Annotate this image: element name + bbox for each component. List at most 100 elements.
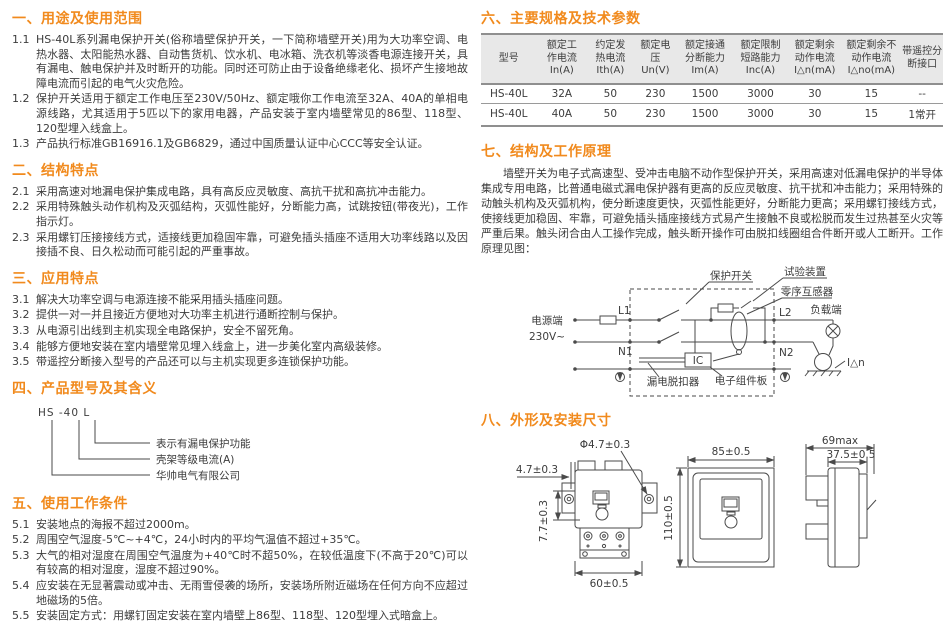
ct-coil — [730, 311, 748, 350]
cell: -- — [901, 83, 943, 104]
col-header: 额定工 作电流 In(A) — [536, 34, 588, 85]
col-header: 带遥控分 断接口 — [901, 34, 943, 85]
left-column: 一、用途及使用范围 1.1 HS-40L系列漏电保护开关(俗称墙壁保护开关，一下… — [12, 0, 468, 625]
item-text: 产品执行标准GB16916.1及GB6829，通过中国质量认证中心CCC等安全认… — [36, 137, 429, 151]
item-text: 大气的相对湿度在周围空气温度为+40℃时不超50%，在较低温度下(不高于20℃)… — [36, 548, 468, 577]
item-number: 5.1 — [12, 517, 30, 531]
conditions-list: 5.1 安装地点的海报不超过2000m。 5.2 周围空气湿度-5℃~+4℃，2… — [12, 518, 468, 624]
list-item: 2.3 采用螺钉压接接线方式，适接线更加稳固牢靠，可避免插头插座不适用大功率线路… — [12, 231, 468, 260]
list-item: 5.4 应安装在无显著震动或冲击、无雨雪侵袭的场所，安装场所附近磁场在任何方向不… — [12, 579, 468, 608]
item-text: 提供一对一并且接近方便地对大功率主机进行通断控制与保护。 — [36, 308, 344, 322]
dim-depth-69: 69max — [822, 435, 858, 447]
item-number: 5.4 — [12, 579, 30, 593]
list-item: 3.1 解决大功率空调与电源连接不能采用插头插座问题。 — [12, 293, 468, 308]
principle-paragraph: 墙壁开关为电子式高速型、受冲击电脑不动作型保护开关，采用高速对低漏电保护的半导体… — [481, 166, 943, 255]
model-code: HS -40 L — [38, 407, 90, 419]
section-title-structure: 二、结构特点 — [12, 162, 99, 179]
ground-symbol-right — [780, 371, 790, 382]
cell: 1500 — [691, 108, 719, 120]
model-label-40: 壳架等级电流(A) — [156, 453, 234, 466]
item-number: 1.3 — [12, 137, 30, 151]
dim-hole-diameter: Φ4.7±0.3 — [580, 439, 630, 451]
item-text: 从电源引出线到主机实现全电路保护，安全不留死角。 — [36, 323, 300, 337]
structure-list: 2.1 采用高速对地漏电保护集成电路，具有高反应灵敏度、高抗干扰和高抗冲击能力。… — [12, 185, 468, 260]
list-item: 5.2 周围空气湿度-5℃~+4℃，24小时内的平均气温值不超过+35℃。 — [12, 533, 468, 548]
tripper-callout: 漏电脱扣器 — [647, 375, 700, 388]
item-number: 3.3 — [12, 323, 30, 337]
motor-symbol — [814, 352, 832, 371]
item-number: 3.1 — [12, 292, 30, 306]
list-item: 1.2 保护开关适用于额定工作电压至230V/50Hz、额定哦你工作电流至32A… — [12, 92, 468, 136]
usage-list: 1.1 HS-40L系列漏电保护开关(俗称墙壁保护开关，一下简称墙壁开关)用为大… — [12, 33, 468, 152]
cell: 15 — [841, 83, 902, 104]
section-title-specs: 六、主要规格及技术参数 — [481, 11, 641, 27]
cell: 3000 — [732, 83, 789, 104]
load-label: 负载端 — [810, 303, 842, 316]
section-title-application: 三、应用特点 — [12, 270, 99, 287]
list-item: 2.1 采用高速对地漏电保护集成电路，具有高反应灵敏度、高抗干扰和高抗冲击能力。 — [12, 185, 468, 200]
dim-edge-47: 4.7±0.3 — [516, 464, 558, 476]
item-text: 能够方便地安装在室内墙壁常见埋入线盒上，进一步美化室内高级装修。 — [36, 339, 388, 353]
section-title-principle: 七、结构及工作原理 — [481, 143, 612, 160]
item-number: 3.5 — [12, 355, 30, 369]
dimension-drawings: 60±0.5 Φ4.7±0.3 4.7±0.3 7.7±0.3 85 — [516, 435, 877, 590]
leak-current-label: I△n — [847, 357, 865, 369]
list-item: 5.3 大气的相对湿度在周围空气温度为+40℃时不超50%，在较低温度下(不高于… — [12, 549, 468, 578]
cell: 230 — [633, 83, 678, 104]
item-number: 2.3 — [12, 230, 30, 244]
right-column: 六、主要规格及技术参数 型号 额定工 作电流 In(A) 约定发 热电流 Ith… — [481, 0, 943, 613]
ground-symbol-left — [615, 371, 625, 382]
l1-label: L1 — [618, 305, 631, 317]
list-item: 1.3 产品执行标准GB16916.1及GB6829，通过中国质量认证中心CCC… — [12, 137, 468, 152]
item-text: 安装地点的海报不超过2000m。 — [36, 517, 196, 531]
cell: HS-40L — [489, 108, 528, 120]
item-text: 带遥控分断接入型号的产品还可以与主机实现更多连锁保护功能。 — [36, 355, 355, 369]
spec-table: 型号 额定工 作电流 In(A) 约定发 热电流 Ith(A) 额定电 压 Un… — [481, 33, 943, 127]
drawing-front-body: 60±0.5 Φ4.7±0.3 4.7±0.3 7.7±0.3 — [516, 439, 658, 590]
list-item: 5.5 安装固定方式：用螺钉固定安装在室内墙壁上86型、118型、120型埋入式… — [12, 609, 468, 624]
cell: 50 — [587, 83, 634, 104]
item-number: 2.2 — [12, 200, 30, 214]
table-row: HS-40L 40A 50 230 1500 3000 30 15 1常开 — [481, 103, 943, 126]
working-principle-diagram: 电源端 230V~ L1 N1 IC — [529, 265, 865, 396]
col-header: 额定电 压 Un(V) — [633, 34, 678, 85]
item-number: 1.1 — [12, 33, 30, 46]
l2-label: L2 — [779, 307, 792, 319]
list-item: 3.5 带遥控分断接入型号的产品还可以与主机实现更多连锁保护功能。 — [12, 355, 468, 370]
model-label-l: 表示有漏电保护功能 — [156, 437, 251, 450]
table-row: HS-40L 32A 50 230 1500 3000 30 15 -- — [481, 83, 943, 104]
item-text: 采用特殊触头动作机构及灭弧结构，灭弧性能好，分断能力高，试跳按钮(带夜光)，工作… — [36, 200, 468, 228]
cell: 1常开 — [908, 108, 937, 121]
item-number: 1.2 — [12, 92, 30, 106]
cell: 230 — [645, 108, 666, 120]
item-text: 周围空气湿度-5℃~+4℃，24小时内的平均气温值不超过+35℃。 — [36, 533, 367, 547]
item-text: 采用螺钉压接接线方式，适接线更加稳固牢靠，可避免插头插座不适用大功率线路以及因接… — [36, 230, 468, 259]
ic-label: IC — [693, 355, 703, 367]
application-list: 3.1 解决大功率空调与电源连接不能采用插头插座问题。 3.2 提供一对一并且接… — [12, 293, 468, 370]
cell: 3000 — [747, 108, 774, 120]
item-text: 应安装在无显著震动或冲击、无雨雪侵袭的场所，安装场所附近磁场在任何方向不应超过地… — [36, 579, 468, 607]
cell: 15 — [864, 108, 879, 120]
list-item: 3.3 从电源引出线到主机实现全电路保护，安全不留死角。 — [12, 324, 468, 339]
cell: 32A — [536, 83, 588, 104]
model-meaning-diagram: HS -40 L 表示有漏电保护功能 壳架等级电流(A) 华帅电气有限公司 — [38, 407, 251, 482]
cell: 50 — [603, 108, 618, 120]
source-label: 电源端 — [531, 314, 563, 327]
cell: HS-40L — [481, 83, 537, 104]
list-item: 2.2 采用特殊触头动作机构及灭弧结构，灭弧性能好，分断能力高，试跳按钮(带夜光… — [12, 200, 468, 229]
drawing-face-plate: 85±0.5 110±0.5 — [663, 446, 775, 567]
dim-plate-width: 85±0.5 — [712, 446, 751, 458]
list-item: 3.2 提供一对一并且接近方便地对大功率主机进行通断控制与保护。 — [12, 308, 468, 323]
col-header: 约定发 热电流 Ith(A) — [587, 34, 634, 85]
col-header: 额定接通 分断能力 Im(A) — [677, 34, 733, 85]
section-title-dimensions: 八、外形及安装尺寸 — [481, 412, 612, 429]
section-title-usage: 一、用途及使用范围 — [12, 11, 143, 27]
dim-plate-height: 110±0.5 — [663, 495, 675, 541]
n2-label: N2 — [779, 347, 794, 359]
test-callout: 试验装置 — [784, 265, 826, 278]
model-label-hs: 华帅电气有限公司 — [156, 469, 240, 482]
dim-body-375: 37.5±0.5 — [827, 449, 876, 461]
cell: 30 — [788, 83, 842, 104]
item-text: HS-40L系列漏电保护开关(俗称墙壁保护开关，一下简称墙壁开关)用为大功率空调… — [36, 33, 468, 90]
dim-width-60: 60±0.5 — [590, 578, 629, 590]
